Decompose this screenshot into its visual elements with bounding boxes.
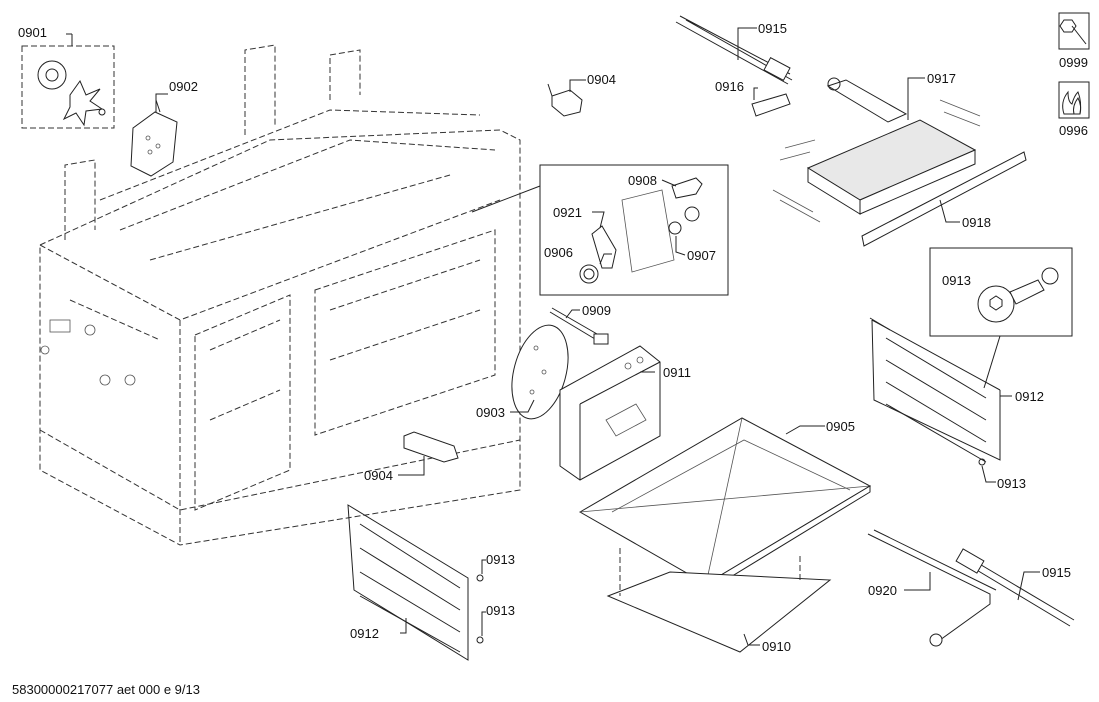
label-0915-lower: 0915 — [1042, 565, 1071, 580]
oven-rack-left — [347, 504, 469, 661]
label-0917: 0917 — [927, 71, 956, 86]
label-0908: 0908 — [628, 173, 657, 188]
door-switch-top — [547, 83, 583, 117]
label-0907: 0907 — [687, 248, 716, 263]
oven-bottom-panel — [578, 417, 872, 593]
label-0912-right: 0912 — [1015, 389, 1044, 404]
label-0999: 0999 — [1059, 55, 1088, 70]
label-0909: 0909 — [582, 303, 611, 318]
label-0902: 0902 — [169, 79, 198, 94]
label-0901: 0901 — [18, 25, 47, 40]
gas-flame-icon — [1058, 81, 1090, 119]
rear-plate-part — [130, 99, 178, 177]
label-0918: 0918 — [962, 215, 991, 230]
wire-harness-top — [675, 15, 793, 85]
oven-rack-right — [869, 317, 1001, 463]
label-0906: 0906 — [544, 245, 573, 260]
label-0911: 0911 — [663, 365, 691, 380]
rear-fan-cover — [559, 345, 661, 481]
fan-cover-disc — [511, 324, 569, 420]
door-switch-lower — [403, 431, 459, 463]
label-0905: 0905 — [826, 419, 855, 434]
label-0904-lower: 0904 — [364, 468, 393, 483]
label-0913-right: 0913 — [997, 476, 1026, 491]
igniter-detail-callout — [471, 164, 729, 296]
wrench-nut-icon — [1058, 12, 1090, 50]
label-0904-top: 0904 — [587, 72, 616, 87]
rack-screws — [476, 458, 986, 644]
oven-body-frame — [39, 44, 521, 546]
fan-motor-assembly — [21, 33, 115, 129]
label-0910: 0910 — [762, 639, 791, 654]
label-0921: 0921 — [553, 205, 582, 220]
leader-lines — [155, 27, 1040, 646]
broil-burner-assembly — [772, 77, 981, 223]
label-0913-left-upper: 0913 — [486, 552, 515, 567]
label-0913-detail: 0913 — [942, 273, 971, 288]
label-0920: 0920 — [868, 583, 897, 598]
temperature-sensor — [549, 307, 609, 345]
footer-document-id: 58300000217077 aet 000 e 9/13 — [12, 682, 200, 697]
mounting-bracket — [751, 93, 791, 117]
igniter-cable — [867, 529, 997, 647]
bottom-heat-shield — [606, 548, 832, 653]
label-0915-top: 0915 — [758, 21, 787, 36]
wire-harness-lower — [955, 548, 1075, 627]
label-0913-left-lower: 0913 — [486, 603, 515, 618]
screw-detail-callout — [929, 247, 1073, 389]
side-rail — [861, 151, 1027, 247]
label-0916: 0916 — [715, 79, 744, 94]
label-0912-left: 0912 — [350, 626, 379, 641]
label-0903: 0903 — [476, 405, 505, 420]
label-0996: 0996 — [1059, 123, 1088, 138]
